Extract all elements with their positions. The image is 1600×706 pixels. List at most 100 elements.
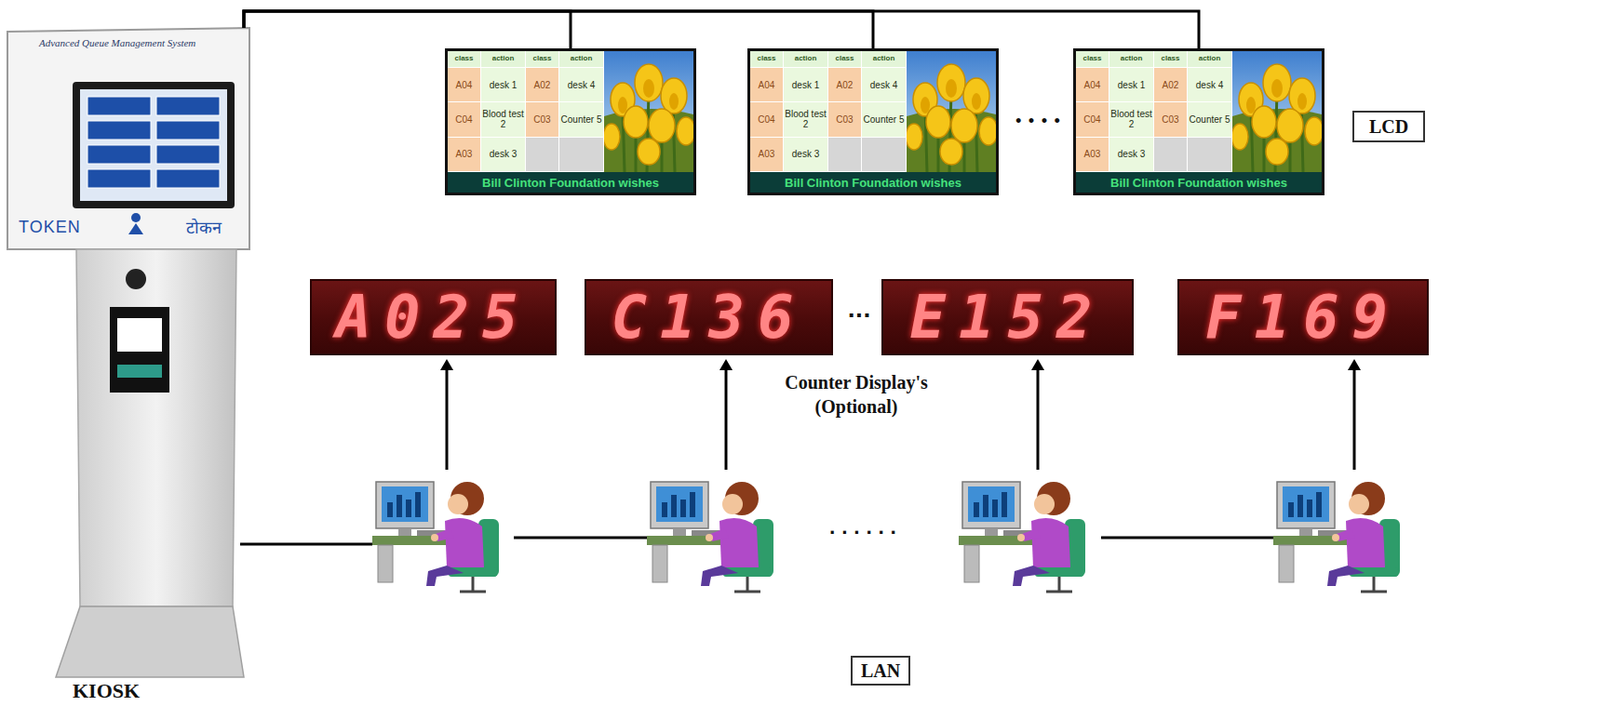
class-cell: C04 <box>750 102 784 137</box>
action-cell: Blood test 2 <box>1109 102 1155 137</box>
column-header: class <box>756 54 776 64</box>
column-header: action <box>570 54 593 64</box>
table-cell: C04 <box>455 114 472 125</box>
lcd-photo <box>603 51 1324 173</box>
header-cell: class <box>750 51 784 68</box>
tag-text: LAN <box>860 660 901 683</box>
empty-cell <box>861 137 907 173</box>
table-cell: A03 <box>758 148 776 160</box>
counter-display: C136 <box>584 279 834 356</box>
footer-text: Bill Clinton Foundation wishes <box>1110 175 1288 190</box>
token-label: TOKEN <box>18 217 81 238</box>
column-header: class <box>1082 54 1102 64</box>
lan-tag-box: LAN <box>850 656 911 686</box>
table-cell: desk 1 <box>1117 80 1145 91</box>
header-cell: action <box>783 51 829 68</box>
column-header: class <box>834 54 854 64</box>
table-cell: A04 <box>456 80 473 91</box>
class-cell: A02 <box>828 67 862 103</box>
led-number: A025 <box>335 287 531 348</box>
lcd-screen: class action class actionA04 desk 1 A02 desk 4… <box>444 48 697 196</box>
table-cell: A04 <box>758 80 776 91</box>
header-cell: class <box>447 51 482 68</box>
column-header: class <box>454 54 473 64</box>
bus-wire <box>243 11 571 49</box>
header-cell: class <box>525 51 560 68</box>
action-cell: desk 1 <box>783 67 829 103</box>
table-cell: desk 4 <box>567 80 595 91</box>
footer-text: Bill Clinton Foundation wishes <box>482 175 659 190</box>
kiosk-device: Advanced Queue Management SystemTOKENटोक… <box>7 27 252 706</box>
lcd-tag-box: LCD <box>1352 110 1426 143</box>
action-cell: desk 1 <box>481 67 526 103</box>
table-cell: Counter 5 <box>561 114 603 125</box>
class-cell: A04 <box>447 67 482 103</box>
table-cell: desk 4 <box>870 80 898 91</box>
class-cell: A04 <box>1075 67 1110 103</box>
bus-wire <box>243 11 874 49</box>
table-cell: Blood test 2 <box>784 108 827 130</box>
ellipsis: • • • • <box>1008 113 1067 129</box>
table-cell: C03 <box>1161 114 1179 125</box>
counter-display: A025 <box>309 279 557 356</box>
kiosk-title: Advanced Queue Management System <box>39 37 196 49</box>
ellipsis: ··· <box>840 303 878 327</box>
led-number: E152 <box>909 287 1105 348</box>
header-cell: action <box>1187 51 1233 68</box>
table-cell: Counter 5 <box>1189 114 1231 125</box>
table-cell: C03 <box>533 114 551 125</box>
table-cell: desk 3 <box>489 148 517 160</box>
header-cell: action <box>481 51 526 68</box>
bus-wire <box>243 11 1199 49</box>
class-cell: C04 <box>1075 102 1110 137</box>
kiosk-drawing <box>7 27 250 678</box>
column-header: class <box>1160 54 1180 64</box>
table-cell: Blood test 2 <box>1110 108 1153 130</box>
header-cell: class <box>1075 51 1110 68</box>
table-cell: A04 <box>1084 80 1102 91</box>
header-cell: class <box>1154 51 1188 68</box>
column-header: action <box>873 54 896 64</box>
table-cell: Counter 5 <box>863 114 905 125</box>
table-cell: desk 1 <box>792 80 820 91</box>
counter-display: E152 <box>881 279 1134 356</box>
column-header: action <box>794 54 818 64</box>
table-cell: desk 3 <box>792 148 820 160</box>
action-cell: desk 3 <box>1109 137 1155 173</box>
class-cell: C03 <box>828 102 862 137</box>
footer-text: Bill Clinton Foundation wishes <box>784 175 962 190</box>
table-cell: C03 <box>835 114 853 125</box>
action-cell: Counter 5 <box>1187 102 1233 137</box>
table-cell: C04 <box>757 114 775 125</box>
column-header: action <box>1120 54 1143 64</box>
action-cell: desk 1 <box>1109 67 1155 103</box>
class-cell: C03 <box>525 102 560 137</box>
table-cell: desk 1 <box>489 80 517 91</box>
header-cell: action <box>559 51 605 68</box>
action-cell: desk 4 <box>1187 67 1233 103</box>
class-cell: C03 <box>1154 102 1188 137</box>
class-cell: A04 <box>750 67 784 103</box>
table-cell: C04 <box>1083 114 1101 125</box>
header-cell: class <box>828 51 862 68</box>
empty-cell <box>559 137 605 173</box>
table-cell: A03 <box>1084 148 1102 160</box>
class-cell: C04 <box>447 102 482 137</box>
signal-arrow <box>440 359 1361 471</box>
column-header: action <box>492 54 515 64</box>
action-cell: Counter 5 <box>861 102 907 137</box>
header-cell: action <box>1109 51 1155 68</box>
action-cell: Blood test 2 <box>481 102 526 137</box>
empty-cell <box>525 137 560 173</box>
class-cell: A03 <box>447 137 482 173</box>
footer-strip: Bill Clinton Foundation wishes <box>447 172 694 193</box>
led-number: C136 <box>610 287 807 348</box>
lcd-screen: class action class actionA04 desk 1 A02 desk 4… <box>747 48 999 196</box>
class-cell: A02 <box>525 67 560 103</box>
empty-cell <box>1154 137 1188 173</box>
empty-cell <box>828 137 862 173</box>
tag-text: LCD <box>1369 116 1409 138</box>
counter-display: F169 <box>1177 279 1429 356</box>
class-cell: A02 <box>1154 67 1188 103</box>
